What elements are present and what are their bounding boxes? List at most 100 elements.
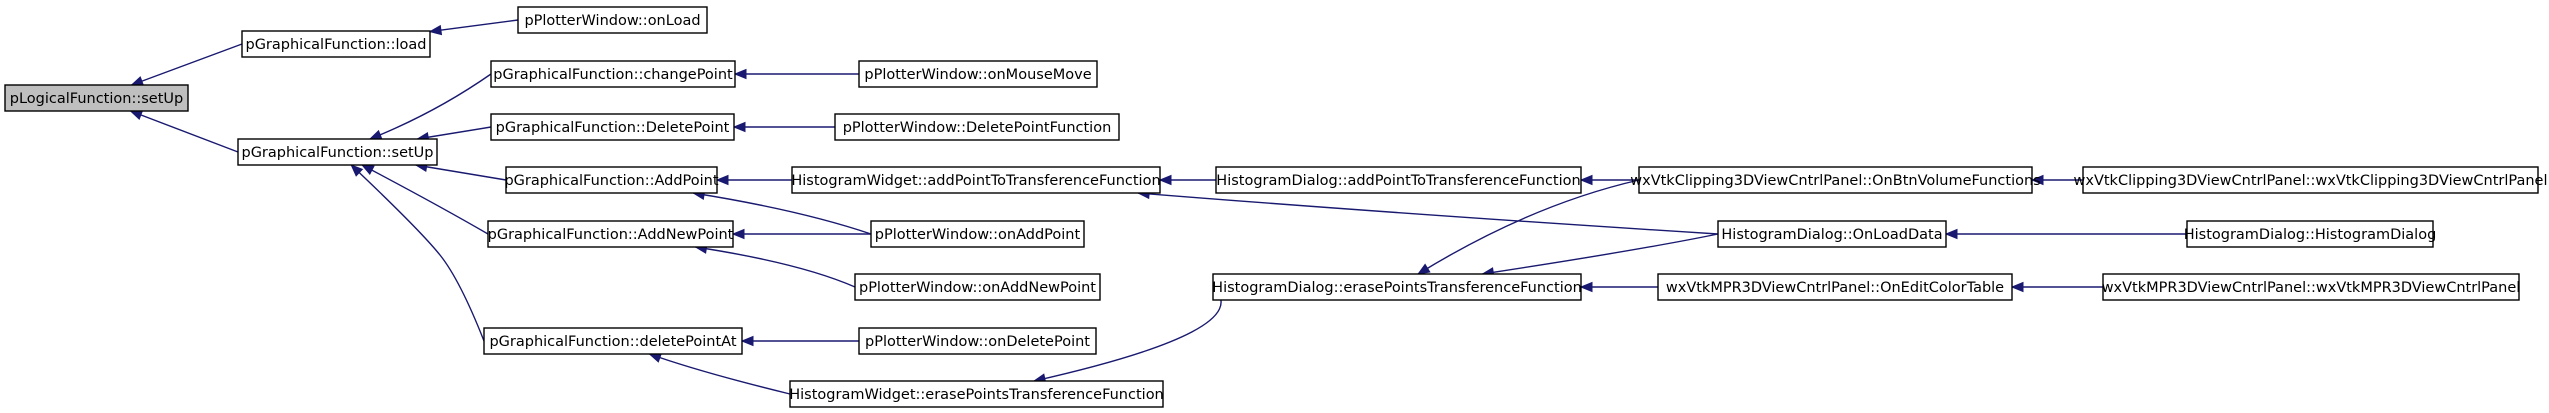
edge-line bbox=[695, 246, 856, 288]
node-pplotterwindow-onmousemove[interactable]: pPlotterWindow::onMouseMove bbox=[858, 60, 1098, 88]
node-label: pGraphicalFunction::load bbox=[245, 37, 426, 53]
edge-line bbox=[649, 353, 791, 395]
node-pgraphicalfunction-addpoint[interactable]: pGraphicalFunction::AddPoint bbox=[504, 166, 719, 194]
edge-pplotterwindow-onaddnewpoint-to-pgraphicalfunction-addnewpoint bbox=[694, 243, 856, 288]
edge-line bbox=[693, 192, 872, 235]
node-label: wxVtkClipping3DViewCntrlPanel::wxVtkClip… bbox=[2074, 173, 2548, 189]
arrowhead bbox=[129, 110, 144, 121]
arrowhead bbox=[733, 68, 747, 80]
edge-wxvtkmpr3dviewcntrlpanel-wxvtkmpr3dviewcntrlpanel-to-wxvtkmpr3dviewcntrlpanel-oneditcolortable bbox=[2010, 281, 2103, 293]
edge-line bbox=[350, 164, 485, 342]
node-box bbox=[2186, 220, 2434, 248]
edge-line bbox=[415, 164, 507, 181]
node-pgraphicalfunction-deletepointat[interactable]: pGraphicalFunction::deletePointAt bbox=[483, 327, 743, 355]
node-histogramwidget-addpointtotransferencefunction[interactable]: HistogramWidget::addPointToTransferenceF… bbox=[791, 166, 1161, 194]
edge-histogramdialog-onloaddata-to-histogramdialog-erasepointstransferencefunction bbox=[1481, 233, 1719, 278]
node-label: wxVtkClipping3DViewCntrlPanel::OnBtnVolu… bbox=[1630, 173, 2040, 189]
arrowhead bbox=[1416, 263, 1431, 275]
node-layer: pLogicalFunction::setUppGraphicalFunctio… bbox=[4, 6, 2548, 408]
node-box bbox=[870, 220, 1085, 248]
edge-histogramdialog-onloaddata-to-histogramwidget-addpointtotransferencefunction bbox=[1136, 188, 1719, 235]
edge-pgraphicalfunction-addnewpoint-to-pgraphicalfunction-setup bbox=[360, 164, 489, 235]
node-pgraphicalfunction-changepoint[interactable]: pGraphicalFunction::changePoint bbox=[490, 60, 736, 88]
edge-histogramwidget-addpointtotransferencefunction-to-pgraphicalfunction-addpoint bbox=[715, 174, 792, 186]
node-label: pPlotterWindow::DeletePointFunction bbox=[843, 120, 1112, 136]
arrowhead bbox=[732, 121, 746, 133]
edge-pplotterwindow-onmousemove-to-pgraphicalfunction-changepoint bbox=[733, 68, 859, 80]
node-box bbox=[490, 113, 735, 141]
node-label: pGraphicalFunction::DeletePoint bbox=[496, 120, 730, 136]
edge-line bbox=[1138, 192, 1719, 235]
arrowhead bbox=[350, 164, 364, 177]
node-box bbox=[858, 327, 1097, 355]
node-pplotterwindow-onaddpoint[interactable]: pPlotterWindow::onAddPoint bbox=[870, 220, 1085, 248]
node-histogramwidget-erasepointstransferencefunction[interactable]: HistogramWidget::erasePointsTransference… bbox=[789, 380, 1164, 408]
node-wxvtkclipping3dviewcntrlpanel-wxvtkclipping3dviewcntrlpanel[interactable]: wxVtkClipping3DViewCntrlPanel::wxVtkClip… bbox=[2074, 166, 2548, 194]
edge-histogramwidget-erasepointstransferencefunction-to-pgraphicalfunction-deletepointat bbox=[648, 352, 791, 395]
node-box bbox=[237, 138, 438, 166]
edge-line bbox=[369, 73, 492, 140]
node-pgraphicalfunction-deletepoint[interactable]: pGraphicalFunction::DeletePoint bbox=[490, 113, 735, 141]
node-box bbox=[487, 220, 734, 248]
node-label: pPlotterWindow::onLoad bbox=[524, 13, 700, 29]
edge-line bbox=[361, 164, 489, 235]
node-box bbox=[241, 30, 431, 58]
node-pplotterwindow-deletepointfunction[interactable]: pPlotterWindow::DeletePointFunction bbox=[834, 113, 1120, 141]
node-box bbox=[2082, 166, 2539, 194]
edge-wxvtkmpr3dviewcntrlpanel-oneditcolortable-to-histogramdialog-erasepointstransferencefunction bbox=[1579, 281, 1658, 293]
node-box bbox=[1638, 166, 2033, 194]
node-label: pGraphicalFunction::AddNewPoint bbox=[488, 227, 734, 243]
edge-histogramdialog-addpointtotransferencefunction-to-histogramwidget-addpointtotransferencefunction bbox=[1158, 174, 1216, 186]
node-box bbox=[1212, 273, 1582, 301]
node-label: HistogramDialog::addPointToTransferenceF… bbox=[1216, 173, 1580, 189]
node-box bbox=[858, 60, 1098, 88]
node-label: HistogramWidget::addPointToTransferenceF… bbox=[791, 173, 1160, 189]
node-label: HistogramDialog::HistogramDialog bbox=[2184, 227, 2437, 243]
node-label: pPlotterWindow::onAddNewPoint bbox=[859, 280, 1096, 296]
node-label: pGraphicalFunction::deletePointAt bbox=[489, 334, 736, 350]
node-box bbox=[789, 380, 1164, 408]
node-box bbox=[791, 166, 1161, 194]
node-box bbox=[1717, 220, 1947, 248]
node-box bbox=[2102, 273, 2520, 301]
edge-wxvtkclipping3dviewcntrlpanel-onbtnvolumefunctions-to-histogramdialog-addpointtotransferencefunction bbox=[1579, 174, 1639, 186]
node-histogramdialog-histogramdialog[interactable]: HistogramDialog::HistogramDialog bbox=[2184, 220, 2437, 248]
node-pplotterwindow-ondeletepoint[interactable]: pPlotterWindow::onDeletePoint bbox=[858, 327, 1097, 355]
node-histogramdialog-erasepointstransferencefunction[interactable]: HistogramDialog::erasePointsTransference… bbox=[1212, 273, 1582, 301]
node-histogramdialog-onloaddata[interactable]: HistogramDialog::OnLoadData bbox=[1717, 220, 1947, 248]
edge-pplotterwindow-onload-to-pgraphicalfunction-load bbox=[428, 19, 519, 36]
node-label: pPlotterWindow::onAddPoint bbox=[875, 227, 1081, 243]
node-pgraphicalfunction-addnewpoint[interactable]: pGraphicalFunction::AddNewPoint bbox=[487, 220, 734, 248]
arrowhead bbox=[648, 352, 663, 363]
arrowhead bbox=[1579, 281, 1593, 293]
arrowhead bbox=[360, 164, 375, 176]
arrowhead bbox=[731, 228, 745, 240]
node-pplotterwindow-onaddnewpoint[interactable]: pPlotterWindow::onAddNewPoint bbox=[854, 273, 1101, 301]
node-wxvtkmpr3dviewcntrlpanel-wxvtkmpr3dviewcntrlpanel[interactable]: wxVtkMPR3DViewCntrlPanel::wxVtkMPR3DView… bbox=[2102, 273, 2521, 301]
edge-pplotterwindow-ondeletepoint-to-pgraphicalfunction-deletepointat bbox=[740, 335, 859, 347]
node-box bbox=[834, 113, 1120, 141]
node-box bbox=[4, 84, 189, 112]
arrowhead bbox=[740, 335, 754, 347]
node-label: pPlotterWindow::onDeletePoint bbox=[865, 334, 1090, 350]
edge-pgraphicalfunction-load-to-plogicalfunction-setup bbox=[130, 43, 243, 86]
arrowhead bbox=[2030, 174, 2044, 186]
node-plogicalfunction-setup[interactable]: pLogicalFunction::setUp bbox=[4, 84, 189, 112]
node-wxvtkclipping3dviewcntrlpanel-onbtnvolumefunctions[interactable]: wxVtkClipping3DViewCntrlPanel::OnBtnVolu… bbox=[1630, 166, 2041, 194]
edge-line bbox=[429, 19, 519, 33]
node-label: HistogramDialog::erasePointsTransference… bbox=[1212, 280, 1582, 296]
node-label: wxVtkMPR3DViewCntrlPanel::OnEditColorTab… bbox=[1666, 280, 2004, 296]
node-box bbox=[505, 166, 718, 194]
edge-line bbox=[1482, 233, 1719, 275]
node-pplotterwindow-onload[interactable]: pPlotterWindow::onLoad bbox=[517, 6, 708, 34]
node-label: pGraphicalFunction::setUp bbox=[241, 145, 433, 161]
arrowhead bbox=[1944, 228, 1958, 240]
arrowhead bbox=[1158, 174, 1172, 186]
edge-histogramdialog-histogramdialog-to-histogramdialog-onloaddata bbox=[1944, 228, 2187, 240]
node-pgraphicalfunction-load[interactable]: pGraphicalFunction::load bbox=[241, 30, 431, 58]
node-histogramdialog-addpointtotransferencefunction[interactable]: HistogramDialog::addPointToTransferenceF… bbox=[1215, 166, 1582, 194]
edge-line bbox=[131, 43, 243, 86]
node-pgraphicalfunction-setup[interactable]: pGraphicalFunction::setUp bbox=[237, 138, 438, 166]
node-wxvtkmpr3dviewcntrlpanel-oneditcolortable[interactable]: wxVtkMPR3DViewCntrlPanel::OnEditColorTab… bbox=[1657, 273, 2013, 301]
